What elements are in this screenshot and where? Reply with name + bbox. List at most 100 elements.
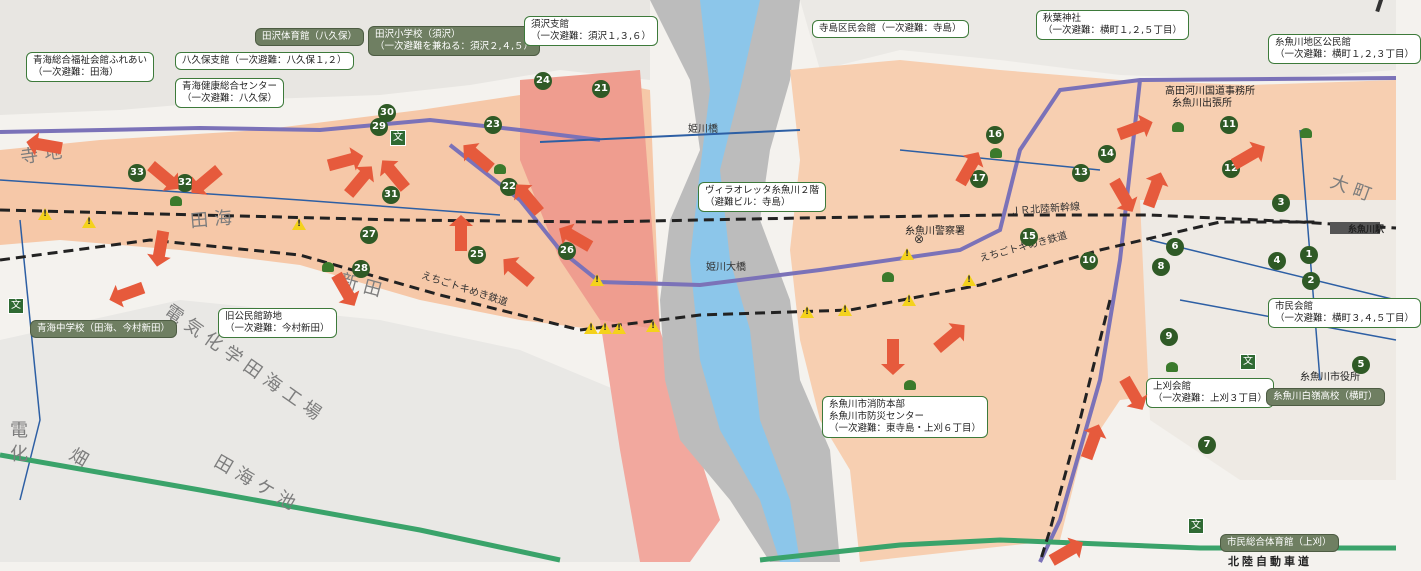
callout-viraoretta: ヴィラオレッタ糸魚川２階 （避難ビル：寺島） [698, 182, 827, 212]
callout-akiba: 秋葉神社 （一次避難：横町１,２,５丁目） [1036, 10, 1190, 40]
callout-aomi-fukushi: 青海総合福祉会館ふれあい （一次避難：田海） [26, 52, 155, 82]
school-icon: 文 [1240, 354, 1256, 370]
callout-name: 青海総合福祉会館ふれあい [33, 55, 148, 66]
pin-16[interactable]: 16 [986, 126, 1004, 144]
pin-24[interactable]: 24 [534, 72, 552, 90]
pin-26[interactable]: 26 [558, 242, 576, 260]
pin-31[interactable]: 31 [382, 186, 400, 204]
police-label: 糸魚川警察署 [905, 226, 965, 237]
callout-hakurei: 糸魚川白嶺高校（横町） [1266, 388, 1385, 406]
pin-23[interactable]: 23 [484, 116, 502, 134]
callout-tazawa-school: 田沢小学校（須沢） （一次避難を兼ねる：須沢２,４,５） [368, 26, 541, 56]
expressway-left [0, 452, 561, 563]
callout-name: 旧公民館跡地 [225, 311, 283, 322]
hazard-crossing-icon [584, 322, 598, 334]
callout-name: 糸魚川市消防本部 [829, 399, 906, 410]
police-icon: ⊗ [914, 232, 925, 246]
callout-sub: （一次避難：須沢１,３,６） [531, 31, 652, 42]
pin-29[interactable]: 29 [370, 118, 388, 136]
pin-13[interactable]: 13 [1072, 164, 1090, 182]
pin-15[interactable]: 15 [1020, 228, 1038, 246]
pin-27[interactable]: 27 [360, 226, 378, 244]
pin-5[interactable]: 5 [1352, 356, 1370, 374]
callout-sub: （一次避難：横町１,２,３丁目） [1275, 49, 1415, 60]
callout-shobo: 糸魚川市消防本部 糸魚川市防災センター （一次避難：東寺島・上刈６丁目） [822, 396, 989, 438]
callout-name: 八久保支館（一次避難：八久保１,２） [182, 55, 347, 66]
urban-strip-left [600, 320, 720, 562]
rail-oito-line [1038, 299, 1112, 563]
shelter-icon [882, 272, 894, 282]
road-local-1 [0, 179, 501, 216]
callout-sub: （一次避難：今村新田） [225, 323, 330, 334]
pin-9[interactable]: 9 [1160, 328, 1178, 346]
callout-sogo-gym: 市民総合体育館（上刈） [1220, 534, 1339, 552]
callout-name: 須沢支館 [531, 19, 570, 30]
evacuation-map: 電気化学田海工場 田海ケ池 電化 畑 寺地 大町 田海 新田 姫川橋 姫川大橋 … [0, 0, 1396, 562]
hazard-crossing-icon [612, 322, 626, 334]
pin-28[interactable]: 28 [352, 260, 370, 278]
shelter-icon [904, 380, 916, 390]
road-national-8-right [448, 76, 1397, 288]
pin-11[interactable]: 11 [1220, 116, 1238, 134]
rail-shinkansen [0, 208, 1397, 230]
hazard-crossing-icon [962, 274, 976, 286]
callout-sub: （一次避難を兼ねる：須沢２,４,５） [375, 41, 534, 52]
callout-name: 市民会館 [1275, 301, 1314, 312]
hime-bridge-label: 姫川橋 [688, 124, 718, 135]
pin-3[interactable]: 3 [1272, 194, 1290, 212]
shelter-icon [990, 148, 1002, 158]
pin-30[interactable]: 30 [378, 104, 396, 122]
callout-sub: 糸魚川市防災センター [829, 411, 925, 422]
pin-14[interactable]: 14 [1098, 145, 1116, 163]
shelter-icon [1300, 128, 1312, 138]
callout-tazawa-gym: 田沢体育館（八久保） [255, 28, 365, 46]
callout-sub2: （一次避難：東寺島・上刈６丁目） [829, 423, 982, 434]
callout-name: 田沢体育館（八久保） [262, 31, 358, 42]
omiya-label: 田海 [189, 206, 239, 233]
pin-10[interactable]: 10 [1080, 252, 1098, 270]
pin-25[interactable]: 25 [468, 246, 486, 264]
hazard-crossing-icon [292, 218, 306, 230]
pin-1[interactable]: 1 [1300, 246, 1318, 264]
callout-name: 糸魚川白嶺高校（横町） [1273, 391, 1378, 402]
callout-aomi-chugaku: 青海中学校（田海、今村新田） [30, 320, 178, 338]
hazard-crossing-icon [82, 216, 96, 228]
callout-aomi-kenko: 青海健康総合センター （一次避難：八久保） [175, 78, 285, 108]
city-hall-label: 糸魚川市役所 [1300, 372, 1360, 383]
callout-sub: （一次避難：横町３,４,５丁目） [1275, 313, 1415, 324]
callout-itoigawa-chiku: 糸魚川地区公民館 （一次避難：横町１,２,３丁目） [1268, 34, 1421, 64]
hazard-crossing-icon [38, 208, 52, 220]
road-local-4 [899, 149, 1101, 171]
pin-8[interactable]: 8 [1152, 258, 1170, 276]
pin-33[interactable]: 33 [128, 164, 146, 182]
station-label: 糸魚川駅 [1348, 225, 1385, 235]
rail-echigo-tokimeki [0, 220, 1320, 332]
pin-17[interactable]: 17 [970, 170, 988, 188]
callout-shimin-kaikan: 市民会館 （一次避難：横町３,４,５丁目） [1268, 298, 1421, 328]
school-icon: 文 [1188, 518, 1204, 534]
callout-name: 糸魚川地区公民館 [1275, 37, 1352, 48]
callout-sub: （一次避難：横町１,２,５丁目） [1043, 25, 1183, 36]
callout-name: 上刈会館 [1153, 381, 1192, 392]
pin-7[interactable]: 7 [1198, 436, 1216, 454]
callout-kyu-kominkan: 旧公民館跡地 （一次避難：今村新田） [218, 308, 337, 338]
callout-sub: （一次避難：上刈３丁目） [1153, 393, 1268, 404]
road-local-6 [19, 219, 41, 501]
callout-sub: （一次避難：田海） [33, 67, 119, 78]
shelter-icon [1166, 362, 1178, 372]
shelter-icon [322, 262, 334, 272]
callout-sub: （一次避難：八久保） [182, 93, 278, 104]
pin-6[interactable]: 6 [1166, 238, 1184, 256]
callout-kamikari: 上刈会館 （一次避難：上刈３丁目） [1146, 378, 1275, 408]
callout-name: 青海中学校（田海、今村新田） [37, 323, 171, 334]
callout-sub: （避難ビル：寺島） [705, 197, 791, 208]
callout-name: ヴィラオレッタ糸魚川２階 [705, 185, 820, 196]
pin-2[interactable]: 2 [1302, 272, 1320, 290]
callout-name: 市民総合体育館（上刈） [1227, 537, 1332, 548]
pin-4[interactable]: 4 [1268, 252, 1286, 270]
river-hime [690, 0, 800, 562]
pin-21[interactable]: 21 [592, 80, 610, 98]
expressway-label: 北陸自動車道 [1228, 555, 1312, 568]
evacuation-arrow-icon [455, 225, 467, 251]
hazard-crossing-icon [598, 322, 612, 334]
